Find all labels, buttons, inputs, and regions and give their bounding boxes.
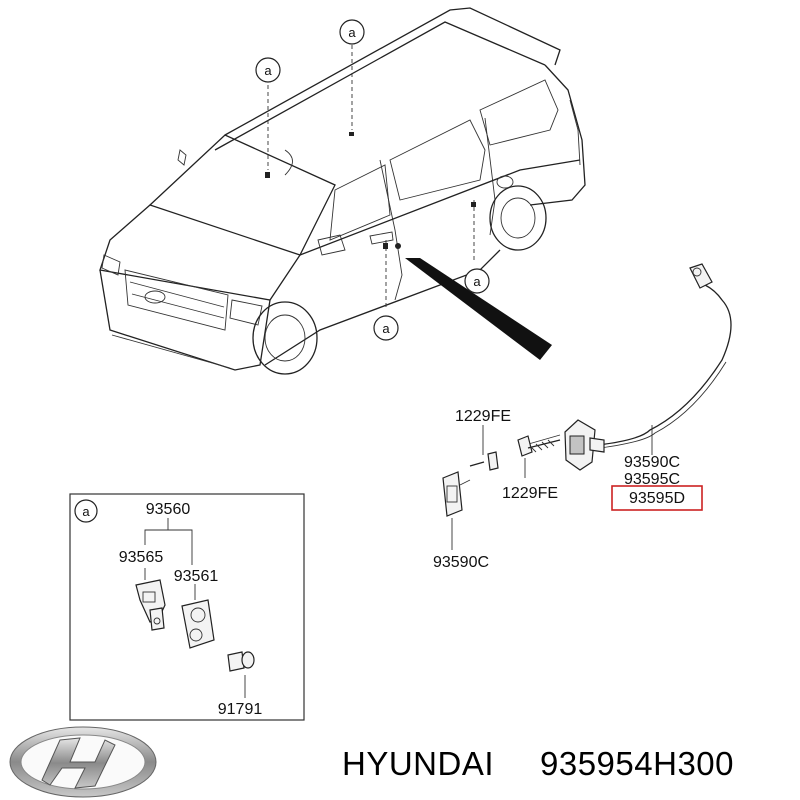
- callout-letter: a: [348, 25, 356, 40]
- callout-a-roof-2: a: [339, 19, 365, 45]
- callout-letter: a: [382, 321, 390, 336]
- brand-name: HYUNDAI: [342, 745, 494, 782]
- detail-box: a: [69, 493, 305, 721]
- hyundai-logo: [9, 726, 157, 798]
- detail-label-switch: 93565: [119, 549, 164, 566]
- label-bolt-top: 1229FE: [455, 408, 511, 425]
- callout-a-roof-1: a: [255, 57, 281, 83]
- callout-a-rear-door: a: [464, 268, 490, 294]
- door-switch-assembly: [442, 263, 732, 550]
- callout-a-side-door: a: [373, 315, 399, 341]
- label-switch-assy-highlighted: 93595D: [629, 490, 685, 507]
- detail-letter: a: [82, 504, 90, 519]
- zoom-stripe: [405, 258, 552, 360]
- callout-letter: a: [473, 274, 481, 289]
- label-bolt-bottom: 1229FE: [502, 485, 558, 502]
- part-number: 935954H300: [540, 745, 734, 782]
- detail-label-screw: 91791: [218, 701, 263, 718]
- label-switch-assy-1: 93590C: [624, 454, 680, 471]
- detail-label-assy: 93560: [146, 501, 191, 518]
- highlight-box: [611, 485, 703, 511]
- van-illustration: [99, 7, 586, 375]
- label-switch-assy-2: 93595C: [624, 471, 680, 488]
- callout-letter: a: [264, 63, 272, 78]
- detail-label-bracket: 93561: [174, 568, 219, 585]
- label-striker-plate: 93590C: [433, 554, 489, 571]
